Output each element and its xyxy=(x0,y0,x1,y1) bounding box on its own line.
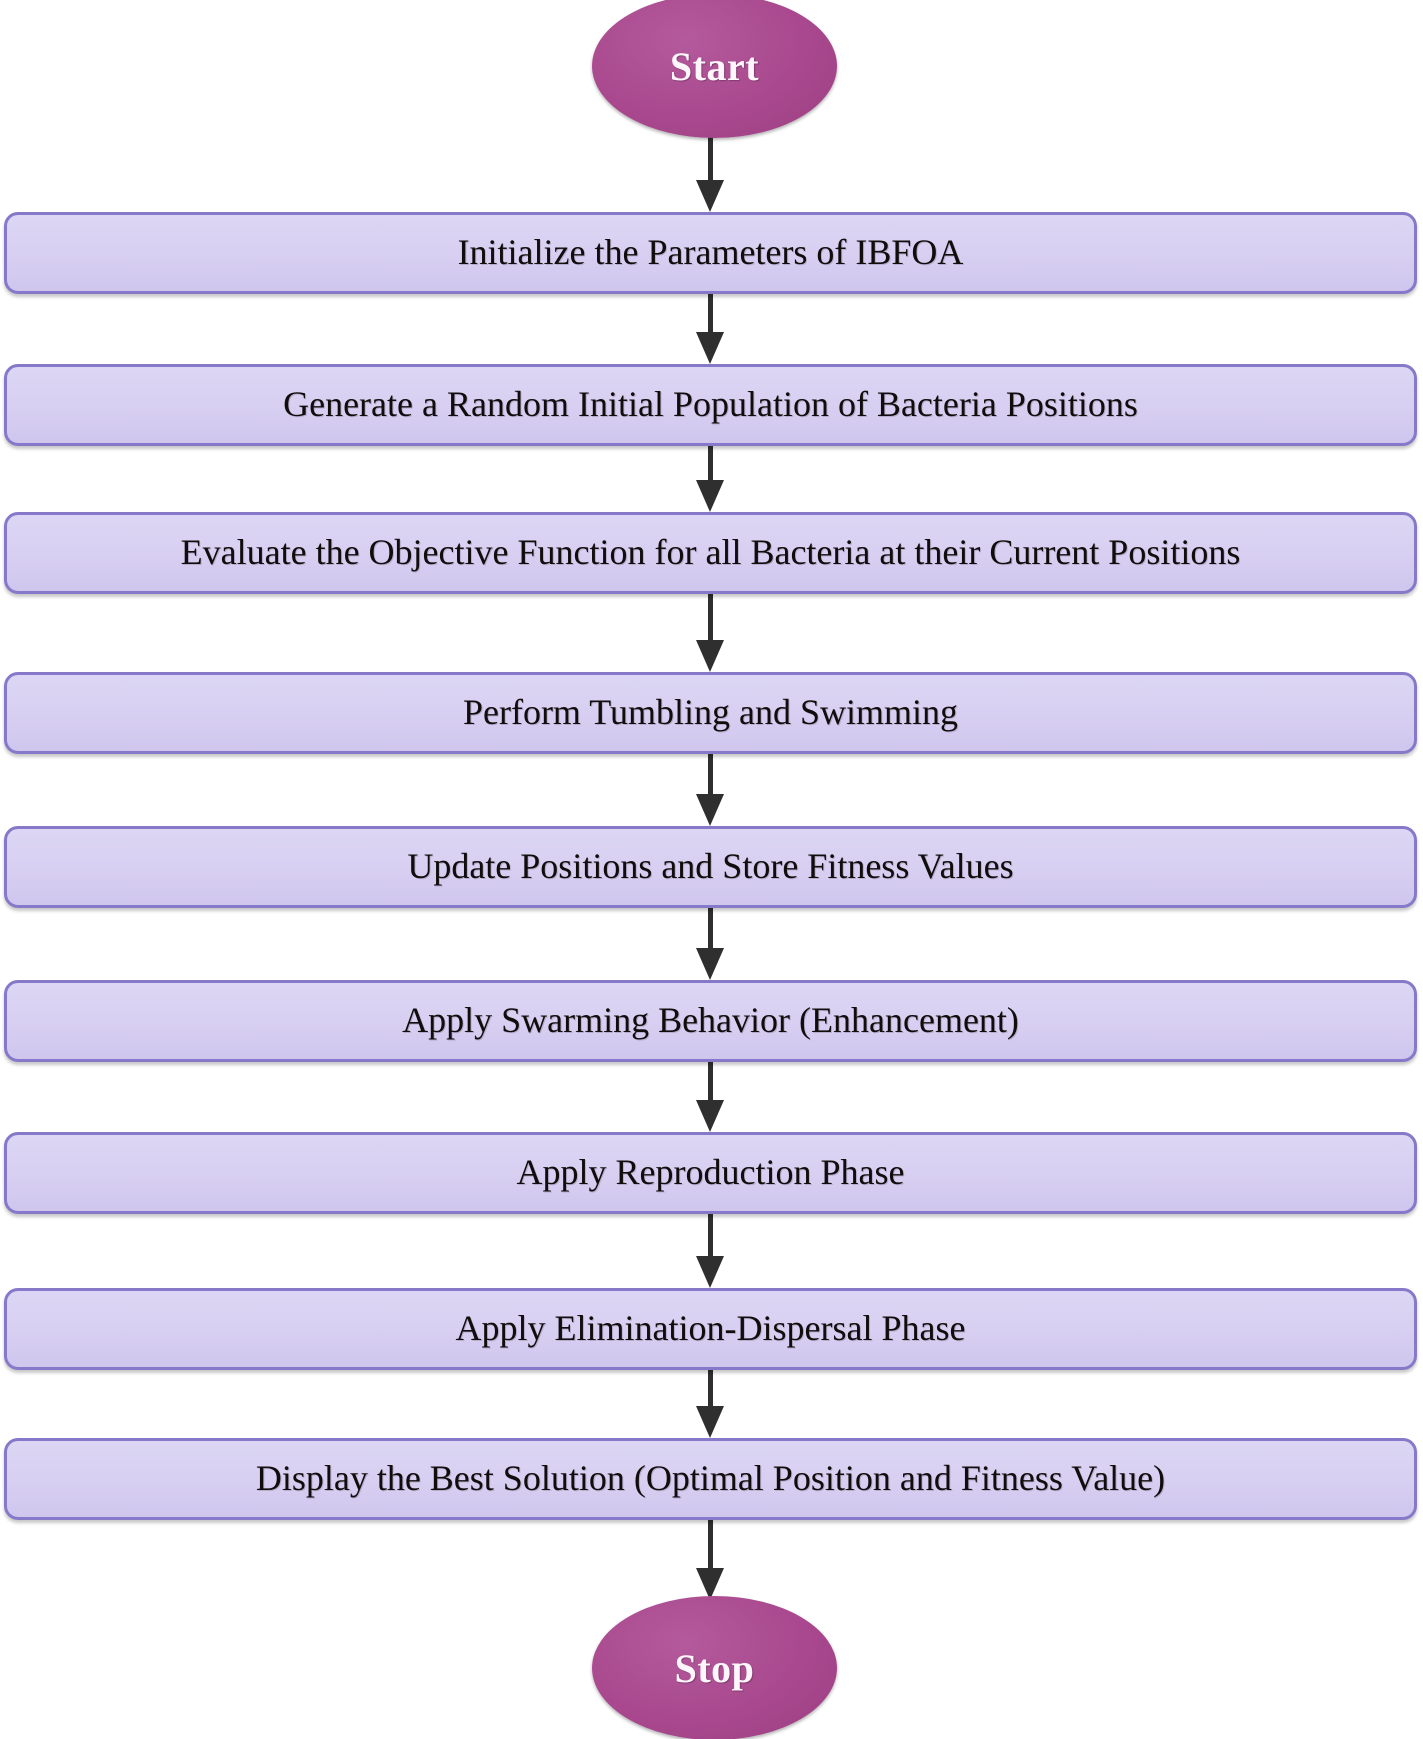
process-step-label: Initialize the Parameters of IBFOA xyxy=(457,232,964,273)
process-step-9[interactable]: Display the Best Solution (Optimal Posit… xyxy=(4,1438,1417,1520)
process-step-6[interactable]: Apply Swarming Behavior (Enhancement) xyxy=(4,980,1417,1062)
arrow-head-icon xyxy=(696,948,724,980)
process-step-8[interactable]: Apply Elimination-Dispersal Phase xyxy=(4,1288,1417,1370)
arrow-stem xyxy=(708,1370,713,1408)
arrow-head-icon xyxy=(696,332,724,364)
process-step-label: Apply Elimination-Dispersal Phase xyxy=(455,1308,966,1349)
process-step-label: Generate a Random Initial Population of … xyxy=(283,384,1138,425)
arrow-step-7-to-step-8 xyxy=(696,1214,724,1288)
process-step-4[interactable]: Perform Tumbling and Swimming xyxy=(4,672,1417,754)
arrow-start-to-step-1 xyxy=(696,132,724,212)
stop-terminator[interactable]: Stop xyxy=(592,1596,837,1739)
process-step-label: Perform Tumbling and Swimming xyxy=(462,692,959,733)
arrow-head-icon xyxy=(696,794,724,826)
arrow-head-icon xyxy=(696,480,724,512)
arrow-step-8-to-step-9 xyxy=(696,1370,724,1438)
arrow-step-4-to-step-5 xyxy=(696,754,724,826)
arrow-step-3-to-step-4 xyxy=(696,594,724,672)
arrow-step-2-to-step-3 xyxy=(696,446,724,512)
process-step-1[interactable]: Initialize the Parameters of IBFOA xyxy=(4,212,1417,294)
process-step-label: Apply Reproduction Phase xyxy=(516,1152,905,1193)
process-step-label: Evaluate the Objective Function for all … xyxy=(180,532,1241,573)
arrow-step-6-to-step-7 xyxy=(696,1062,724,1132)
arrow-stem xyxy=(708,1520,713,1570)
process-step-label: Update Positions and Store Fitness Value… xyxy=(407,846,1014,887)
arrow-step-9-to-stop xyxy=(696,1520,724,1600)
process-step-3[interactable]: Evaluate the Objective Function for all … xyxy=(4,512,1417,594)
arrow-head-icon xyxy=(696,1406,724,1438)
arrow-stem xyxy=(708,754,713,796)
process-step-2[interactable]: Generate a Random Initial Population of … xyxy=(4,364,1417,446)
arrow-stem xyxy=(708,908,713,950)
arrow-stem xyxy=(708,1214,713,1258)
arrow-step-1-to-step-2 xyxy=(696,294,724,364)
arrow-head-icon xyxy=(696,180,724,212)
arrow-stem xyxy=(708,132,713,182)
process-step-label: Display the Best Solution (Optimal Posit… xyxy=(255,1458,1166,1499)
process-step-5[interactable]: Update Positions and Store Fitness Value… xyxy=(4,826,1417,908)
process-step-7[interactable]: Apply Reproduction Phase xyxy=(4,1132,1417,1214)
arrow-stem xyxy=(708,294,713,334)
start-terminator[interactable]: Start xyxy=(592,0,837,138)
arrow-stem xyxy=(708,446,713,482)
arrow-head-icon xyxy=(696,1256,724,1288)
arrow-head-icon xyxy=(696,1100,724,1132)
arrow-head-icon xyxy=(696,1568,724,1600)
arrow-stem xyxy=(708,594,713,642)
arrow-stem xyxy=(708,1062,713,1102)
process-step-label: Apply Swarming Behavior (Enhancement) xyxy=(402,1000,1019,1041)
arrow-head-icon xyxy=(696,640,724,672)
arrow-step-5-to-step-6 xyxy=(696,908,724,980)
